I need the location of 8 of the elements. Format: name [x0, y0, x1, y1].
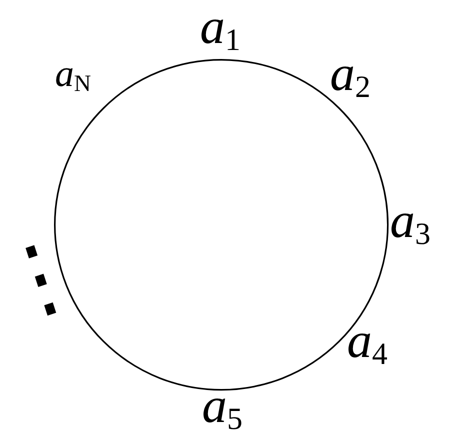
vertical-ellipsis: ⋮	[0, 230, 93, 326]
point-label: a$_{3}$	[390, 195, 430, 246]
point-label: a$_{2}$	[330, 48, 370, 98]
point-label: a$_{4}$	[347, 315, 388, 366]
point-label: a$_{N}$	[55, 55, 92, 94]
point-label: a$_{1}$	[200, 1, 240, 52]
point-label: a$_{5}$	[202, 380, 242, 430]
circle-outline	[54, 58, 389, 390]
